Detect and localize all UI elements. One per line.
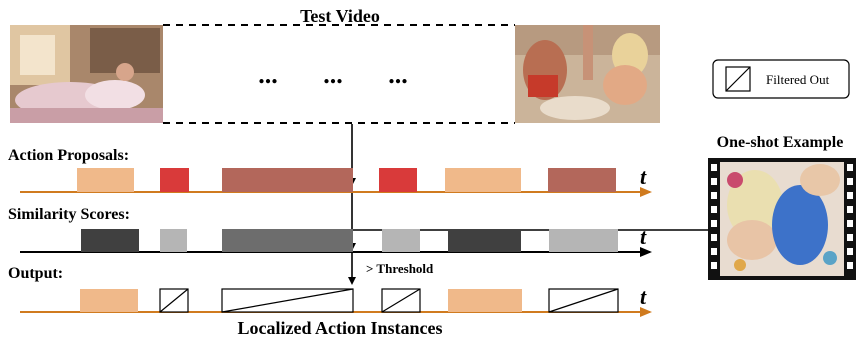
output-filtered-3 bbox=[381, 288, 421, 313]
bottom-caption: Localized Action Instances bbox=[238, 318, 443, 338]
ellipsis-2: ... bbox=[323, 60, 343, 89]
output-filtered-1 bbox=[159, 288, 189, 313]
score-3 bbox=[222, 229, 353, 252]
proposal-5 bbox=[445, 168, 521, 192]
output-kept-1 bbox=[80, 289, 138, 312]
legend-label: Filtered Out bbox=[766, 72, 830, 87]
one-shot-label: One-shot Example bbox=[717, 134, 844, 151]
proposals-t-label: t bbox=[640, 164, 647, 189]
video-frame-right bbox=[515, 25, 660, 123]
proposal-1 bbox=[77, 168, 134, 192]
output-t-label: t bbox=[640, 284, 647, 309]
score-4 bbox=[382, 229, 420, 252]
row-label-proposals: Action Proposals: bbox=[8, 147, 129, 164]
proposal-3 bbox=[222, 168, 353, 192]
output-filtered-4 bbox=[548, 288, 619, 313]
one-shot-film-strip bbox=[708, 158, 856, 280]
score-1 bbox=[81, 229, 139, 252]
row-label-scores: Similarity Scores: bbox=[8, 206, 130, 223]
score-2 bbox=[160, 229, 187, 252]
ellipsis-1: ... bbox=[258, 60, 278, 89]
score-5 bbox=[448, 229, 521, 252]
output-filtered-2 bbox=[221, 288, 354, 313]
row-label-output: Output: bbox=[8, 265, 63, 282]
proposal-2 bbox=[160, 168, 189, 192]
proposal-6 bbox=[548, 168, 616, 192]
video-dashed-strip bbox=[163, 24, 515, 124]
output-kept-2 bbox=[448, 289, 522, 312]
proposal-4 bbox=[379, 168, 417, 192]
ellipsis-3: ... bbox=[388, 60, 408, 89]
scores-t-label: t bbox=[640, 224, 647, 249]
legend-box: Filtered Out bbox=[712, 59, 850, 99]
score-6 bbox=[549, 229, 618, 252]
test-video-title: Test Video bbox=[300, 6, 380, 26]
video-frame-left bbox=[10, 25, 163, 123]
threshold-label: > Threshold bbox=[366, 261, 434, 276]
